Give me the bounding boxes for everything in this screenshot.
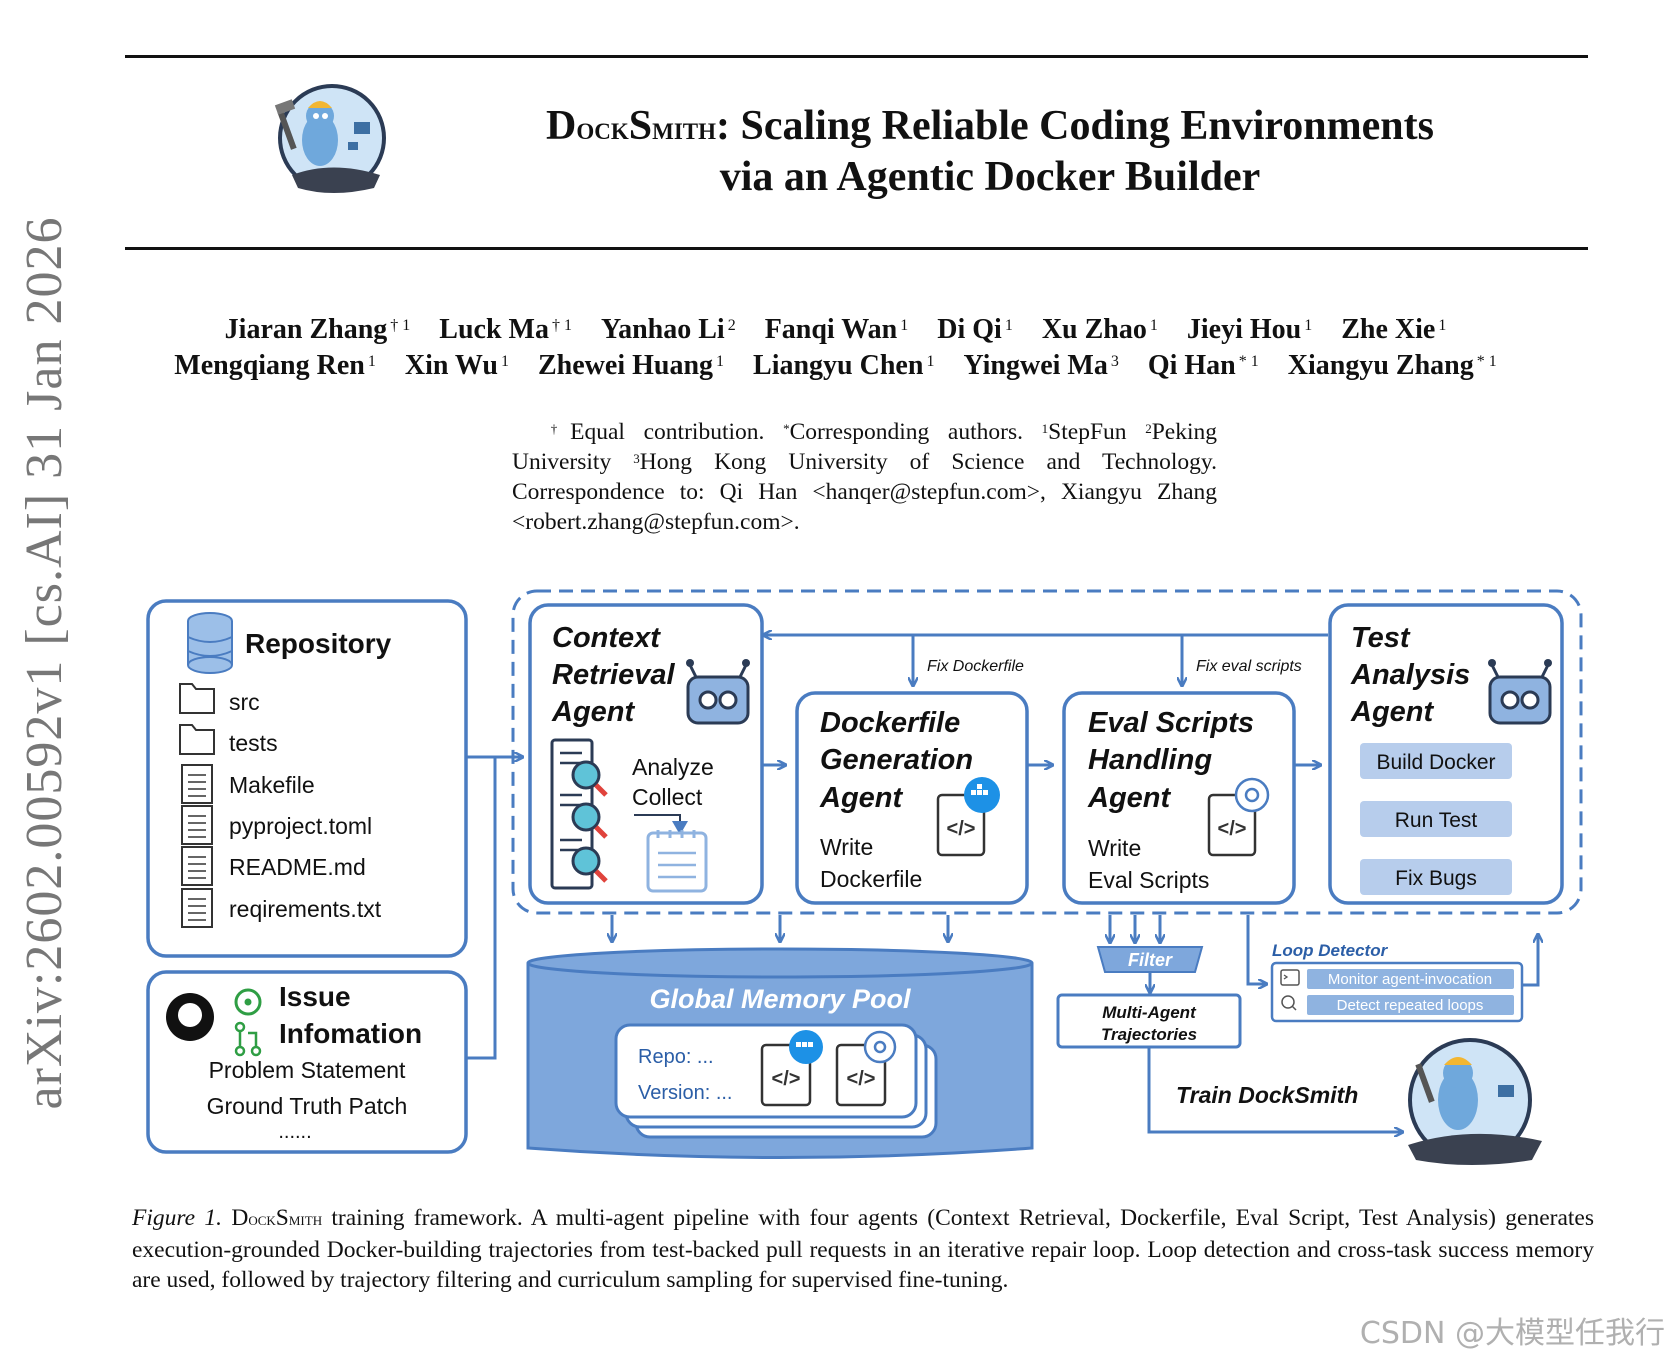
repository-box: Repository src tests Makefile pyproject.…	[146, 599, 468, 958]
svg-text:</>: </>	[947, 818, 976, 840]
fix-eval-scripts-label: Fix eval scripts	[1196, 658, 1302, 675]
github-icon	[166, 993, 214, 1041]
train-docksmith-label: Train DockSmith	[1176, 1082, 1358, 1108]
issue-title-line2: Infomation	[279, 1018, 422, 1049]
test-analysis-agent: Test Analysis Agent Build Docker Run Tes…	[1328, 603, 1564, 905]
eval-agent-title-3: Agent	[1087, 782, 1172, 814]
context-agent-title-3: Agent	[551, 696, 636, 728]
dockerfile-generation-agent: Dockerfile Generation Agent Write Docker…	[795, 691, 1029, 905]
global-memory-pool: Global Memory Pool Repo: ... Version: ..…	[526, 947, 1034, 1159]
repo-item-requirements: reqirements.txt	[229, 896, 382, 922]
title-line-2: via an Agentic Docker Builder	[719, 154, 1261, 200]
build-docker-label: Build Docker	[1376, 751, 1495, 774]
issue-open-icon	[234, 988, 262, 1016]
test-agent-title-2: Analysis	[1350, 659, 1470, 691]
database-icon	[187, 612, 233, 674]
dockerfile-agent-title-1: Dockerfile	[820, 707, 960, 739]
filter-label: Filter	[1128, 950, 1173, 970]
filter-box: Filter	[1096, 946, 1204, 973]
issue-line-ellipsis: ......	[278, 1121, 311, 1143]
docksmith-mascot-icon	[1408, 1038, 1542, 1165]
docksmith-logo	[274, 84, 386, 193]
loop-item-detect: Detect repeated loops	[1337, 997, 1484, 1014]
svg-text:</>: </>	[1218, 818, 1247, 840]
loop-detector-box: Monitor agent-invocation Detect repeated…	[1270, 961, 1524, 1023]
trajectories-box: Multi-Agent Trajectories	[1056, 993, 1242, 1049]
run-test-button	[1360, 801, 1512, 837]
folder-icon	[179, 683, 215, 714]
eval-agent-title-2: Handling	[1088, 744, 1212, 776]
context-action-analyze: Analyze	[632, 754, 714, 780]
robot-icon	[1488, 659, 1552, 725]
title-top-rule	[125, 55, 1588, 58]
figure-caption: Figure 1. DockSmith training framework. …	[132, 1205, 1594, 1293]
paper-title: DockSmith: Scaling Reliable Coding Envir…	[420, 102, 1560, 201]
pull-request-icon	[234, 1021, 262, 1057]
repo-item-tests: tests	[229, 730, 278, 756]
fix-dockerfile-label: Fix Dockerfile	[927, 658, 1024, 675]
title-bottom-rule	[125, 247, 1588, 250]
trajectories-line2: Trajectories	[1101, 1025, 1197, 1044]
loop-detector-title: Loop Detector	[1272, 941, 1389, 960]
csdn-watermark: CSDN @大模型任我行	[1359, 1316, 1665, 1351]
repository-title: Repository	[245, 628, 392, 659]
eval-action-eval-scripts: Eval Scripts	[1088, 867, 1209, 893]
robot-icon	[686, 659, 750, 725]
memory-field-repo: Repo: ...	[638, 1046, 714, 1068]
issue-line-problem: Problem Statement	[209, 1057, 406, 1083]
context-action-collect: Collect	[632, 784, 703, 810]
monitor-bar	[1307, 969, 1514, 989]
context-retrieval-agent: Context Retrieval Agent Analyze Collect	[528, 603, 764, 905]
issue-box: Issue Infomation Problem Statement Groun…	[146, 970, 468, 1154]
code-gear-icon: </>	[835, 1030, 897, 1107]
issue-title-line1: Issue	[279, 981, 351, 1012]
eval-agent-title-1: Eval Scripts	[1088, 707, 1254, 739]
search-icon	[1281, 995, 1297, 1011]
memory-pool-title: Global Memory Pool	[649, 984, 911, 1014]
dockerfile-action-dockerfile: Dockerfile	[820, 866, 922, 892]
context-agent-title-2: Retrieval	[552, 659, 675, 691]
run-test-label: Run Test	[1395, 809, 1478, 832]
repo-item-src: src	[229, 689, 260, 715]
dockerfile-agent-title-2: Generation	[820, 744, 973, 776]
svg-text:</>: </>	[772, 1068, 801, 1090]
framework-diagram: Repository src tests Makefile pyproject.…	[140, 585, 1590, 1165]
dockerfile-action-write: Write	[820, 834, 873, 860]
test-agent-title-1: Test	[1351, 622, 1411, 654]
terminal-icon	[1280, 969, 1300, 986]
affiliations: †Equal contribution. *Corresponding auth…	[512, 419, 1217, 535]
clipboard-icon	[646, 830, 708, 893]
code-docker-icon: </>	[936, 777, 1000, 857]
svg-text:</>: </>	[847, 1068, 876, 1090]
document-search-icon	[550, 738, 608, 890]
loop-item-monitor: Monitor agent-invocation	[1328, 971, 1492, 988]
test-agent-title-3: Agent	[1350, 696, 1435, 728]
detect-bar	[1307, 995, 1514, 1015]
eval-scripts-agent: Eval Scripts Handling Agent Write Eval S…	[1062, 691, 1296, 905]
code-docker-icon: </>	[760, 1030, 823, 1107]
code-gear-icon: </>	[1207, 777, 1270, 857]
dockerfile-agent-title-3: Agent	[819, 782, 904, 814]
file-icon	[181, 764, 213, 804]
memory-field-version: Version: ...	[638, 1082, 733, 1104]
file-icon	[181, 846, 213, 886]
issue-line-patch: Ground Truth Patch	[207, 1093, 408, 1119]
fix-bugs-label: Fix Bugs	[1395, 867, 1477, 890]
title-line-1: DockSmith: Scaling Reliable Coding Envir…	[546, 103, 1434, 149]
file-icon	[181, 805, 213, 845]
fix-bugs-button	[1360, 859, 1512, 895]
file-icon	[181, 888, 213, 928]
trajectories-line1: Multi-Agent	[1102, 1003, 1197, 1022]
repo-item-readme: README.md	[229, 854, 366, 880]
repo-item-makefile: Makefile	[229, 772, 315, 798]
input-connector	[466, 757, 522, 1060]
context-agent-title-1: Context	[552, 622, 661, 654]
build-docker-button	[1360, 743, 1512, 779]
folder-icon	[179, 724, 215, 755]
eval-action-write: Write	[1088, 835, 1141, 861]
repo-item-pyproject: pyproject.toml	[229, 813, 372, 839]
